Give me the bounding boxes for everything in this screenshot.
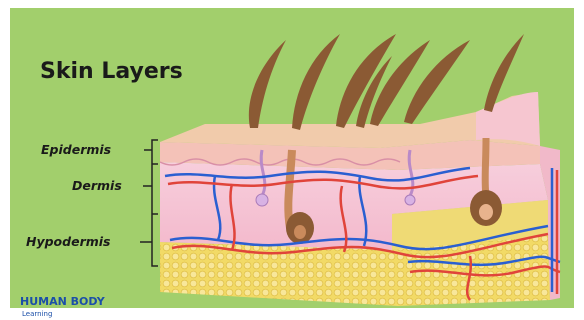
label-epidermis: Epidermis xyxy=(41,142,111,157)
diagram-title: Skin Layers xyxy=(40,59,183,84)
logo-text-sub: Learning xyxy=(22,310,52,318)
label-hypodermis: Hypodermis xyxy=(26,234,111,249)
label-dermis: Dermis xyxy=(72,178,122,193)
logo-text-main: HUMAN BODY xyxy=(20,295,106,308)
